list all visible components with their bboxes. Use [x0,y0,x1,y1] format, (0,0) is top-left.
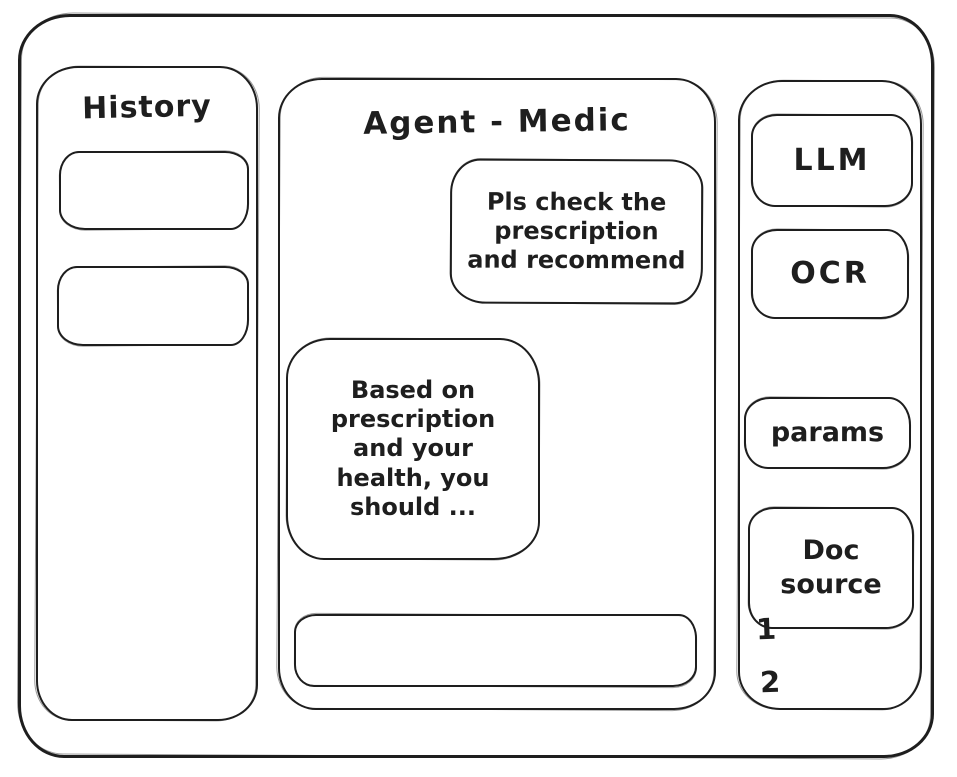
message-input-container [294,614,697,687]
history-item[interactable] [57,266,249,346]
chat-panel: Agent - Medic Pls check the prescription… [278,78,716,710]
history-item[interactable] [59,151,249,230]
chat-title: Agent - Medic [362,102,632,142]
ocr-button[interactable]: OCR [751,229,909,319]
message-input[interactable] [306,620,685,681]
history-panel: History [36,66,258,721]
agent-message-bubble: Based on prescription and your health, y… [286,338,540,560]
doc-source-item-2[interactable]: 2 [759,664,781,700]
doc-source-item-1[interactable]: 1 [755,611,777,647]
tools-panel: LLM OCR params Doc source 1 2 [738,80,922,710]
doc-source-button[interactable]: Doc source [748,507,914,629]
llm-button[interactable]: LLM [751,114,913,207]
user-message-bubble: Pls check the prescription and recommend [449,158,704,305]
history-title: History [81,88,213,127]
params-button[interactable]: params [744,397,911,469]
